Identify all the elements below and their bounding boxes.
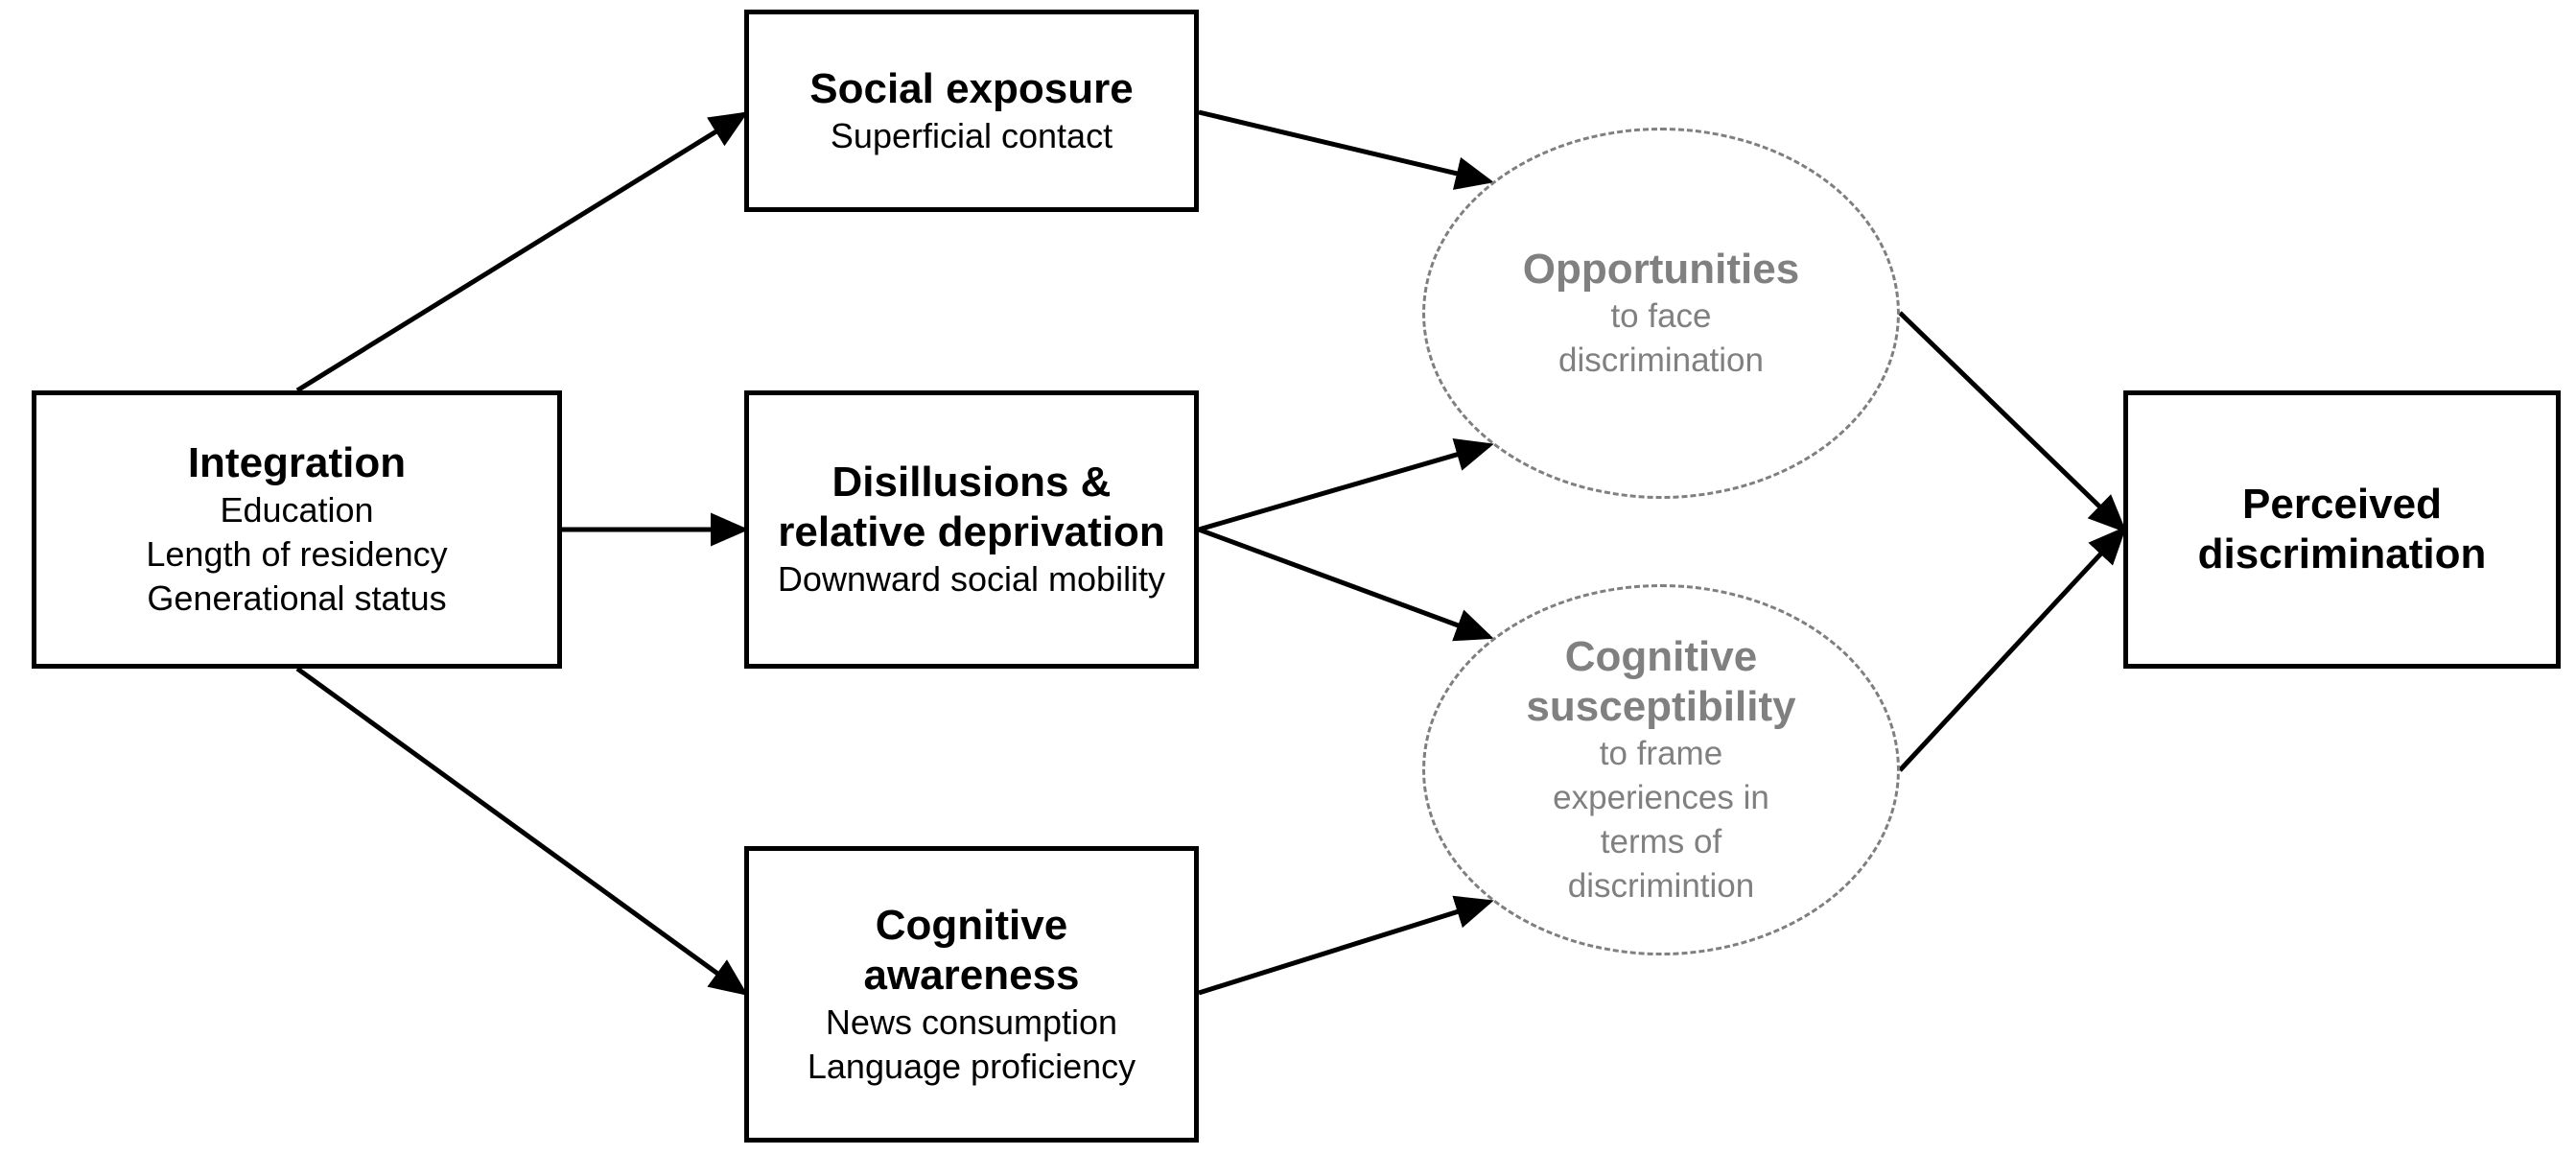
integration-line-education: Education	[220, 490, 374, 530]
arrow-cognitive-susceptibility-to-perceived-discrimination	[1898, 526, 2127, 772]
social-exposure-title: Social exposure	[809, 64, 1134, 112]
arrow-disillusions-to-opportunities	[1198, 437, 1494, 532]
arrow-integration-to-cognitive-awareness	[295, 666, 749, 996]
opportunities-title: Opportunities	[1522, 245, 1800, 293]
perceived-discrimination-title: Perceived discrimination	[2197, 481, 2487, 578]
integration-line-generational: Generational status	[147, 578, 447, 618]
opportunities-ellipse: Opportunities to face discrimination	[1422, 128, 1900, 499]
arrow-integration-to-social-exposure	[295, 111, 749, 393]
social-exposure-box: Social exposure Superficial contact	[744, 10, 1199, 212]
arrow-opportunities-to-perceived-discrimination	[1898, 311, 2127, 533]
cognitive-awareness-line-news: News consumption	[825, 1002, 1118, 1042]
disillusions-title: Disillusions & relative deprivation	[778, 459, 1165, 555]
arrow-cognitive-awareness-to-cognitive-susceptibility	[1198, 895, 1494, 996]
integration-box: Integration Education Length of residenc…	[32, 390, 562, 669]
disillusions-line-mobility: Downward social mobility	[777, 559, 1166, 599]
integration-title: Integration	[187, 439, 407, 486]
cognitive-awareness-box: Cognitive awareness News consumption Lan…	[744, 846, 1199, 1143]
arrow-disillusions-to-cognitive-susceptibility	[1198, 527, 1494, 642]
integration-line-residency: Length of residency	[146, 534, 448, 574]
cognitive-susceptibility-title: Cognitive susceptibility	[1526, 632, 1796, 730]
arrow-social-exposure-to-opportunities	[1198, 109, 1494, 190]
social-exposure-line-contact: Superficial contact	[830, 115, 1113, 155]
cognitive-awareness-title: Cognitive awareness	[863, 901, 1080, 999]
edges-layer	[295, 109, 2127, 996]
disillusions-box: Disillusions & relative deprivation Down…	[744, 390, 1199, 669]
cognitive-susceptibility-line-frame: to frame experiences in terms of discrim…	[1553, 734, 1769, 905]
opportunities-line-face: to face discrimination	[1558, 296, 1764, 379]
perceived-discrimination-box: Perceived discrimination	[2123, 390, 2561, 669]
cognitive-awareness-line-language: Language proficiency	[807, 1046, 1136, 1086]
cognitive-susceptibility-ellipse: Cognitive susceptibility to frame experi…	[1422, 584, 1900, 955]
